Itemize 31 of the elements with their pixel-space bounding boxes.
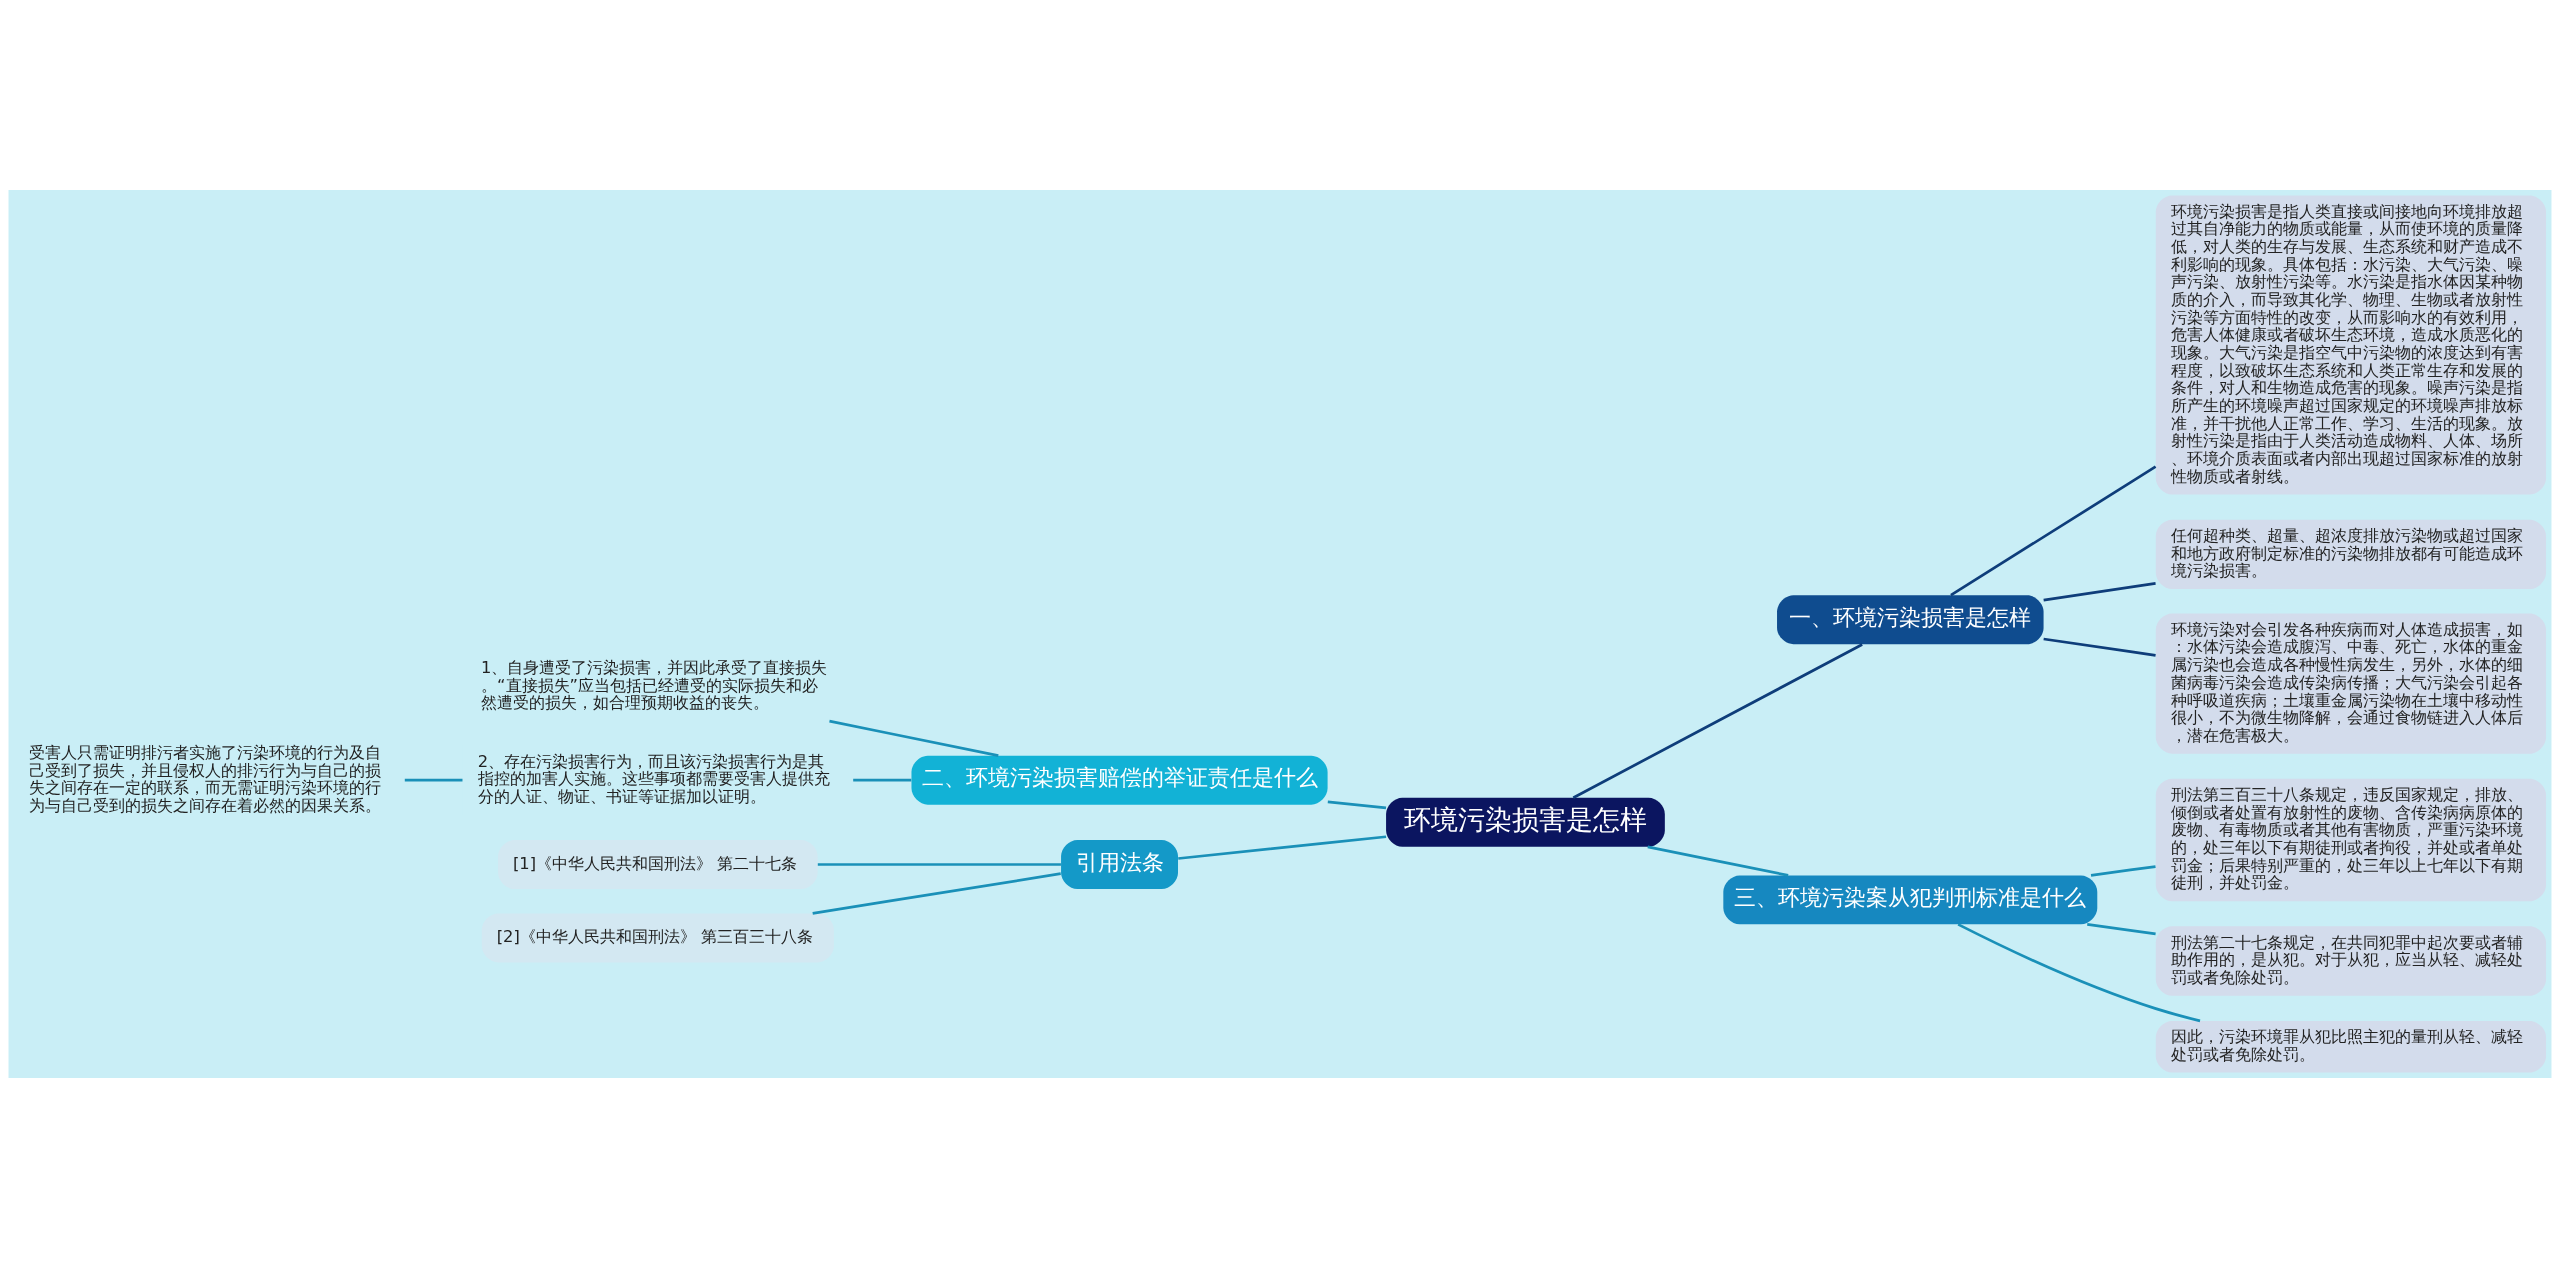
connector (404, 778, 463, 782)
connector (1950, 465, 2157, 597)
connector (1957, 923, 2201, 1023)
node-box: 环境污染损害是指人类直接或间接地向环境排放超过其自净能力的物质或能量，从而使环境的质量降低，对人类的生存与发展、生态系统和财产造成不利影响的现象。具体包括：水污染、大气污染、噪声污染、放射性污染等。水污染是指水体因某种物质的介入，而导致其化学、物理、生物或者放射性污染等方面特性的改变，从而影响水的有效利用，危害人体健康或者破坏生态环境，造成水质恶化的现象。大气污染是指空气中污染物的浓度达到有害程度，以致破坏生态系统和人类正常生存和发展的条件，对人和生物造成危害的现象。噪声污染是指所产生的环境噪声超过国家规定的环境噪声排放标准，并干扰他人正常工作、学习、生活的现象。放射性污染是指由于人类活动造成物料、人体、场所、环境介质表面或者内部出现超过国家标准的放射性物质或者射线。 (2155, 195, 2547, 495)
node-box: 任何超种类、超量、超浓度排放污染物或超过国家和地方政府制定标准的污染物排放都有可能造成环境污染损害。 (2155, 519, 2547, 590)
node-box: 三、环境污染案从犯判刑标准是什么 (1723, 875, 2098, 925)
connector (2043, 637, 2156, 657)
connector (829, 719, 999, 757)
node-box: 环境污染对会引发各种疾病而对人体造成损害，如：水体污染会造成腹泻、中毒、死亡，水体的重金属污染也会造成各种慢性病发生，另外，水体的细菌病毒污染会造成传染病传播；大气污染会引起各种呼吸道疾病；土壤重金属污染物在土壤中移动性很小，不为微生物降解，会通过食物链进入人体后，潜在危害极大。 (2155, 613, 2547, 754)
node-text: 受害人只需证明排污者实施了污染环境的行为及自己受到了损失，并且侵权人的排污行为与自己的损失之间存在一定的联系，而无需证明污染环境的行为与自己受到的损失之间存在着必然的因果关系。 (28, 742, 381, 815)
node-box: 二、环境污染损害赔偿的举证责任是什么 (911, 755, 1328, 805)
node-box: 一、环境污染损害是怎样 (1777, 595, 2044, 645)
node-box: 刑法第二十七条规定，在共同犯罪中起次要或者辅助作用的，是从犯。对于从犯，应当从轻、减轻处罚或者免除处罚。 (2155, 926, 2547, 996)
connector (1178, 835, 1387, 860)
connector (2043, 582, 2156, 602)
node-text: 1、自身遭受了污染损害，并因此承受了直接损失。“直接损失”应当包括已经遭受的实际损失和必然遭受的损失，如合理预期收益的丧失。 (481, 657, 828, 713)
connector (2090, 865, 2156, 877)
node-box: [1]《中华人民共和国刑法》 第二十七条 (498, 840, 818, 889)
node-text: 2、存在污染损害行为，而且该污染损害行为是其指控的加害人实施。这些事项都需要受害人提供充分的人证、物证、书证等证据加以证明。 (477, 751, 830, 807)
node-box: [2]《中华人民共和国刑法》 第三百三十八条 (481, 913, 834, 963)
node-box: 因此，污染环境罪从犯比照主犯的量刑从轻、减轻处罚或者免除处罚。 (2155, 1020, 2547, 1073)
connector (1572, 643, 1863, 799)
node-box: 环境污染损害是怎样 (1386, 797, 1665, 847)
node-box: 引用法条 (1061, 840, 1178, 889)
connector (1327, 800, 1387, 810)
connector (2087, 923, 2156, 936)
node-box: 刑法第三百三十八条规定，违反国家规定，排放、倾倒或者处置有放射性的废物、含传染病病原体的废物、有毒物质或者其他有害物质，严重污染环境的，处三年以下有期徒刑或者拘役，并处或者单处罚金；后果特别严重的，处三年以上七年以下有期徒刑，并处罚金。 (2155, 778, 2547, 902)
connector (812, 872, 1061, 915)
connector (853, 778, 912, 782)
connector (817, 863, 1061, 866)
connector (1647, 845, 1789, 877)
